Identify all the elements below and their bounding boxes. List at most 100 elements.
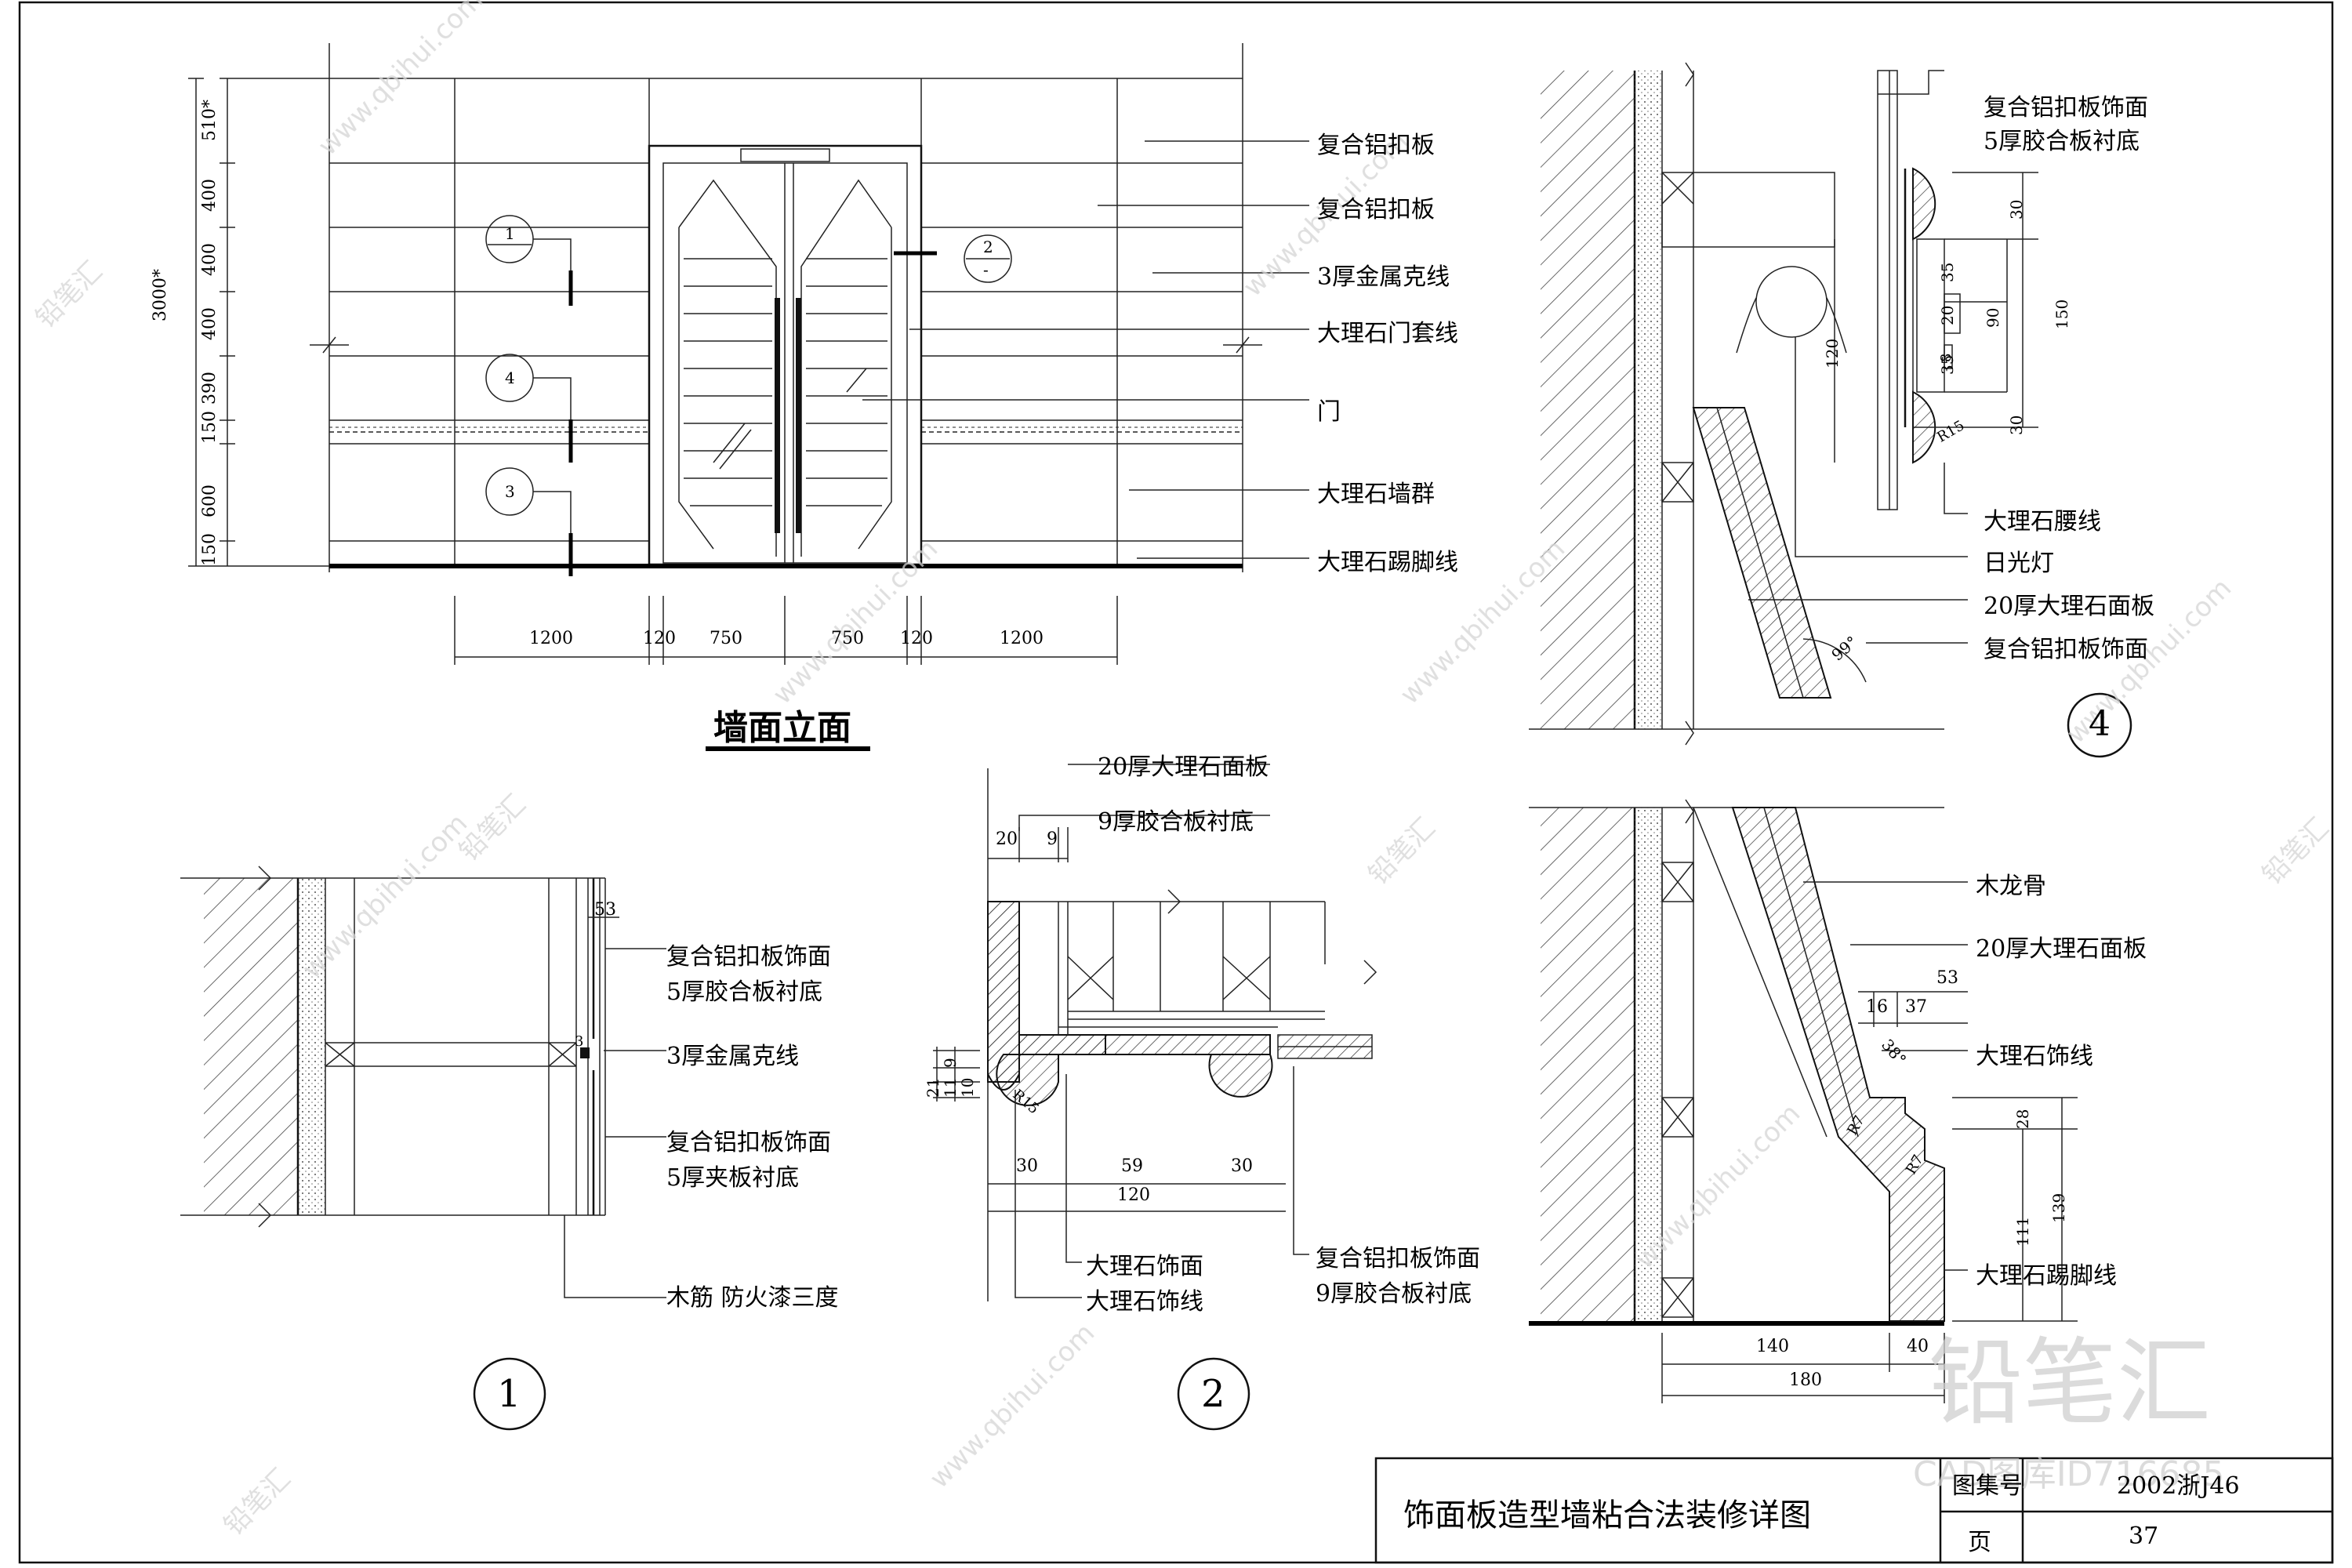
callout-4-number: 4 — [505, 368, 515, 387]
dim-h-1: 1200 — [529, 629, 573, 648]
d5-dim-140: 140 — [1756, 1337, 1789, 1356]
d4-dim-150: 150 — [2053, 299, 2071, 329]
d2-dim-30b: 30 — [1231, 1156, 1253, 1176]
sheet-border — [18, 1, 2334, 1564]
dim-h-2: 120 — [643, 629, 676, 648]
d2-label-5: 复合铝扣板饰面 — [1316, 1245, 1480, 1272]
d4-label-1: 复合铝扣板饰面 — [1984, 94, 2148, 122]
elev-label-6: 大理石墙群 — [1317, 481, 1435, 508]
d2-label-4: 大理石饰线 — [1086, 1288, 1203, 1316]
d2-label-6: 9厚胶合板衬底 — [1316, 1280, 1472, 1308]
album-value: 2002浙J46 — [2117, 1472, 2240, 1500]
d1-label-5: 5厚夹板衬底 — [666, 1164, 800, 1192]
main-title: 墙面立面 — [713, 708, 851, 748]
d2-dim-10: 10 — [958, 1077, 977, 1098]
elev-label-1: 复合铝扣板 — [1317, 132, 1435, 159]
d2-dim-9b: 9 — [941, 1058, 960, 1068]
d4-dim-30b: 30 — [2007, 415, 2026, 435]
dim-h-4: 750 — [831, 629, 864, 648]
d5-label-2: 20厚大理石面板 — [1976, 935, 2147, 963]
d5-dim-r7b: R7 — [1903, 1152, 1927, 1178]
d5-label-3: 大理石饰线 — [1976, 1043, 2093, 1070]
dim-v-3: 400 — [200, 243, 220, 276]
d1-label-2: 5厚胶合板衬底 — [666, 978, 823, 1006]
dim-v-2: 400 — [200, 179, 220, 212]
d5-dim-37: 37 — [1905, 997, 1927, 1017]
elev-label-3: 3厚金属克线 — [1317, 263, 1450, 291]
wall-elevation — [188, 43, 1309, 751]
page-value: 37 — [2129, 1523, 2159, 1550]
d4-label-3: 大理石腰线 — [1984, 508, 2101, 535]
dim-h-3: 750 — [710, 629, 742, 648]
elev-label-7: 大理石踢脚线 — [1317, 549, 1458, 576]
elev-label-4: 大理石门套线 — [1317, 320, 1458, 347]
d5-dim-40: 40 — [1907, 1337, 1929, 1356]
d2-dim-30a: 30 — [1016, 1156, 1038, 1176]
d2-label-3: 大理石饰面 — [1086, 1253, 1203, 1280]
d5-dim-38: 38° — [1878, 1035, 1911, 1069]
d5-dim-111: 111 — [2013, 1216, 2032, 1247]
sheet-title: 饰面板造型墙粘合法装修详图 — [1403, 1497, 1811, 1534]
d1-number: 1 — [497, 1372, 521, 1416]
watermark-logo-large: 铅笔汇 — [1929, 1329, 2211, 1438]
d4-label-5: 20厚大理石面板 — [1984, 593, 2155, 620]
dim-v-5: 390 — [200, 372, 220, 405]
d5-dim-139: 139 — [2049, 1192, 2068, 1223]
dim-h-6: 1200 — [1000, 629, 1044, 648]
d5-label-4: 大理石踢脚线 — [1976, 1262, 2117, 1290]
d2-label-1: 20厚大理石面板 — [1098, 753, 1269, 781]
d4-dim-35a: 35 — [1938, 262, 1957, 282]
d4-label-2: 5厚胶合板衬底 — [1984, 128, 2140, 155]
d1-label-1: 复合铝扣板饰面 — [666, 943, 831, 971]
d4-dim-90: 90 — [1984, 307, 2002, 328]
d5-dim-r7a: R7 — [1844, 1112, 1868, 1138]
dim-v-7: 600 — [200, 485, 220, 517]
d1-dim-3: 3 — [575, 1033, 584, 1050]
callout-3-number: 3 — [505, 482, 515, 501]
d4-dim-20: 20 — [1938, 305, 1957, 325]
watermark-id: CAD图库ID716685 — [1913, 1454, 2225, 1494]
d2-dim-21: 21 — [924, 1077, 942, 1098]
d4-dim-30a: 30 — [2007, 199, 2026, 220]
d4-label-4: 日光灯 — [1984, 550, 2054, 577]
detail-1 — [180, 866, 666, 1431]
detail-5 — [1529, 799, 2078, 1403]
d1-dim-53: 53 — [594, 900, 616, 920]
elev-label-2: 复合铝扣板 — [1317, 196, 1435, 223]
d2-dim-r15: R15 — [1009, 1086, 1042, 1118]
d2-dim-11: 11 — [941, 1077, 960, 1098]
d4-label-6: 复合铝扣板饰面 — [1984, 636, 2148, 663]
page-label: 页 — [1968, 1529, 1991, 1556]
d4-dim-8: 8 — [1938, 353, 1955, 362]
album-label: 图集号 — [1952, 1472, 2023, 1500]
dim-v-1: 510* — [200, 100, 220, 141]
d5-dim-16: 16 — [1866, 997, 1888, 1017]
d2-dim-120: 120 — [1117, 1185, 1150, 1205]
d2-dim-20: 20 — [996, 829, 1018, 849]
d5-dim-180: 180 — [1789, 1370, 1822, 1390]
detail-4 — [1529, 62, 2132, 758]
d2-label-2: 9厚胶合板衬底 — [1098, 808, 1254, 836]
d5-dim-53: 53 — [1936, 968, 1958, 988]
dim-height-total: 3000* — [151, 269, 170, 321]
d4-dim-r15: R15 — [1934, 417, 1968, 446]
callout-2-number: 2 — [983, 238, 993, 256]
d2-dim-9a: 9 — [1047, 829, 1058, 849]
d5-dim-28: 28 — [2013, 1109, 2032, 1129]
d2-dim-59: 59 — [1121, 1156, 1143, 1176]
d5-label-1: 木龙骨 — [1976, 873, 2046, 900]
d4-dim-120: 120 — [1823, 338, 1842, 368]
d1-label-3: 3厚金属克线 — [666, 1043, 800, 1070]
detail-2 — [933, 764, 1377, 1431]
d4-number: 4 — [2089, 704, 2111, 744]
dim-h-5: 120 — [900, 629, 933, 648]
d2-number: 2 — [1201, 1372, 1225, 1416]
dim-v-6: 150 — [200, 411, 220, 444]
callout-2-sub: - — [983, 260, 989, 279]
d4-dim-99: 99° — [1828, 632, 1862, 665]
title-block — [1374, 1457, 2334, 1564]
callout-1-number: 1 — [505, 224, 515, 243]
dim-v-4: 400 — [200, 307, 220, 340]
